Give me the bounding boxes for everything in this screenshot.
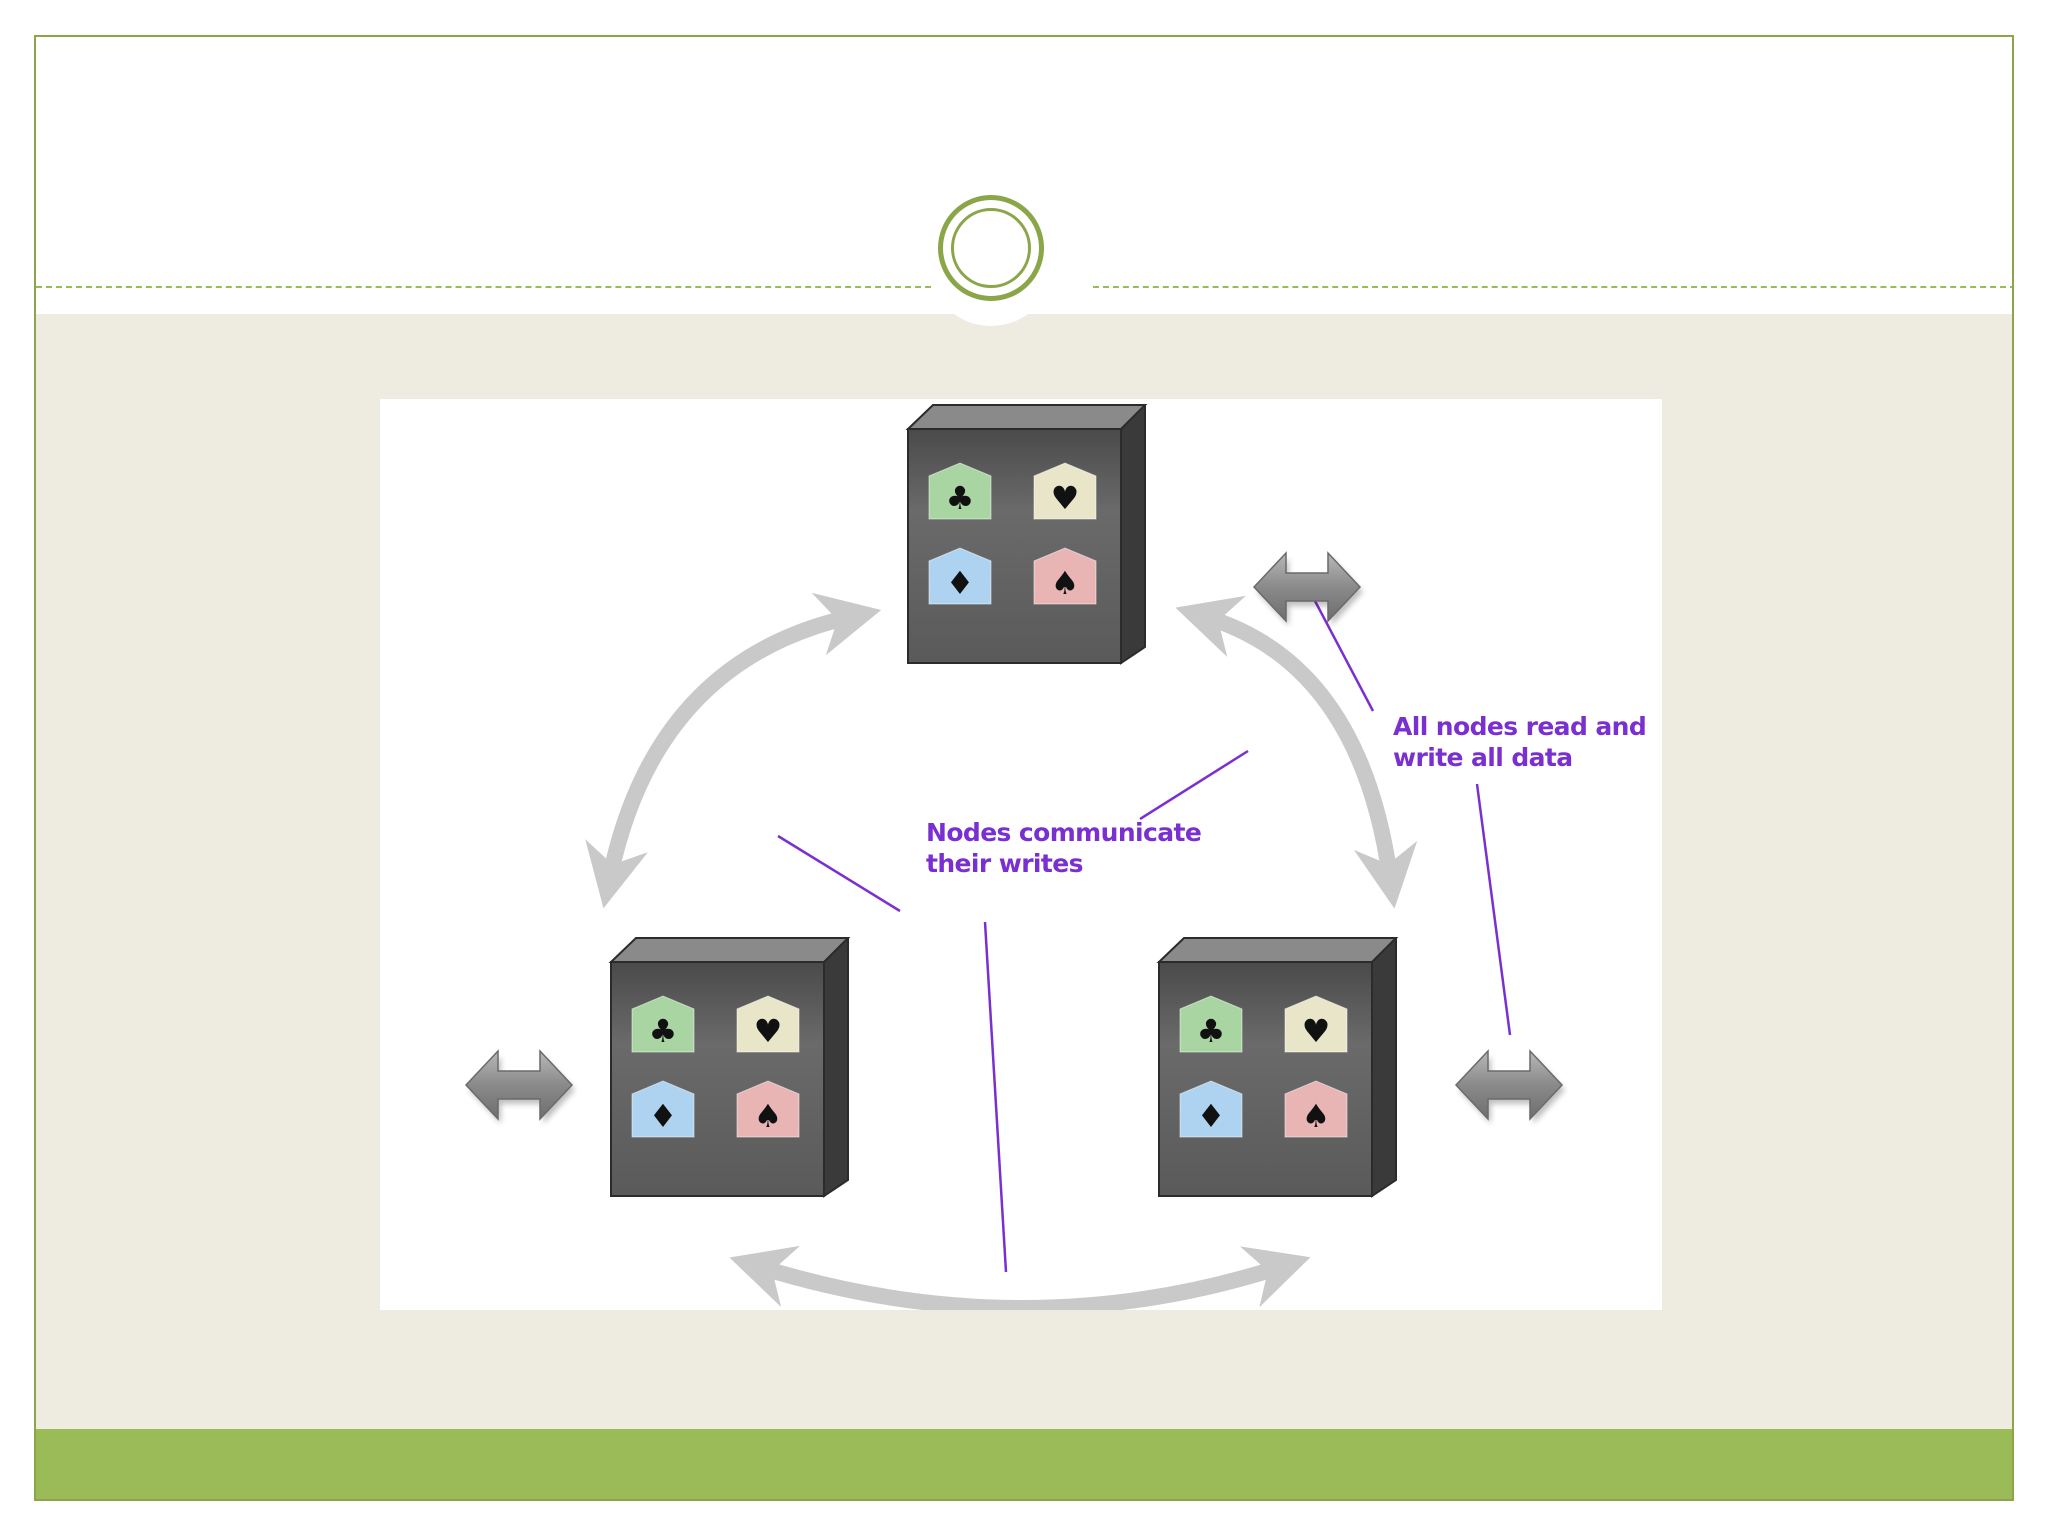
- divider-circle-ornament: [938, 195, 1044, 301]
- shard-club: ♣: [1179, 995, 1243, 1053]
- replication-arrow-right: [1175, 595, 1418, 909]
- diamond-icon: ♦: [649, 1097, 678, 1135]
- annotation-line-left-arrow: [777, 834, 901, 913]
- shard-diamond: ♦: [631, 1080, 695, 1138]
- annotation-line-bottom-arrow: [983, 921, 1008, 1273]
- spade-icon: ♠: [1051, 564, 1080, 602]
- shard-heart: ♥: [1033, 462, 1097, 520]
- club-icon: ♣: [1197, 1012, 1226, 1050]
- shard-club: ♣: [928, 462, 992, 520]
- node-box: [905, 404, 1148, 665]
- shard-heart: ♥: [1284, 995, 1348, 1053]
- shard-diamond: ♦: [928, 547, 992, 605]
- spade-icon: ♠: [754, 1097, 783, 1135]
- club-icon: ♣: [649, 1012, 678, 1050]
- diamond-icon: ♦: [1197, 1097, 1226, 1135]
- footer-bar: [36, 1429, 2012, 1499]
- node-box: [1156, 937, 1399, 1198]
- diamond-icon: ♦: [946, 564, 975, 602]
- annotation-line-right-arrow: [1139, 749, 1249, 821]
- annotation-lines: [777, 581, 1512, 1273]
- node-box: [608, 937, 851, 1198]
- annotation-read-write-line1: All nodes read and: [1393, 712, 1647, 741]
- client-arrow-top: [1252, 551, 1363, 626]
- annotation-communicate-line1: Nodes communicate: [926, 818, 1202, 847]
- annotation-communicate-line2: their writes: [926, 849, 1083, 878]
- annotation-read-write-line2: write all data: [1393, 743, 1573, 772]
- heart-icon: ♥: [1302, 1012, 1331, 1050]
- heart-icon: ♥: [754, 1012, 783, 1050]
- shards-layer: ♣ ♥ ♦ ♠ ♣ ♥ ♦ ♠ ♣ ♥ ♦ ♠: [631, 462, 1348, 1138]
- client-arrow-left: [464, 1049, 575, 1124]
- replication-diagram: ♣ ♥ ♦ ♠ ♣ ♥ ♦ ♠ ♣ ♥ ♦ ♠ Nodes communicate their wri…: [380, 399, 1662, 1310]
- shard-spade: ♠: [1033, 547, 1097, 605]
- annotation-read-write-all: All nodes read and write all data: [1393, 711, 1647, 773]
- node-top: [905, 404, 1148, 665]
- annotation-nodes-communicate: Nodes communicate their writes: [926, 817, 1202, 879]
- client-arrow-right: [1454, 1049, 1565, 1124]
- divider-circle-inner-ring: [951, 208, 1031, 288]
- club-icon: ♣: [946, 479, 975, 517]
- shard-diamond: ♦: [1179, 1080, 1243, 1138]
- title-divider-left: [36, 286, 961, 288]
- heart-icon: ♥: [1051, 479, 1080, 517]
- replication-arrow-left: [585, 592, 882, 909]
- diagram-canvas: ♣ ♥ ♦ ♠ ♣ ♥ ♦ ♠ ♣ ♥ ♦ ♠: [464, 404, 1565, 1310]
- spade-icon: ♠: [1302, 1097, 1331, 1135]
- shard-club: ♣: [631, 995, 695, 1053]
- annotation-line-bottom-client: [1475, 783, 1512, 1036]
- node-bottom-left: [608, 937, 851, 1198]
- title-divider-right: [1093, 286, 2012, 288]
- node-bottom-right: [1156, 937, 1399, 1198]
- shard-spade: ♠: [1284, 1080, 1348, 1138]
- shard-spade: ♠: [736, 1080, 800, 1138]
- replication-arrows: [585, 592, 1418, 1310]
- replication-arrow-bottom: [729, 1245, 1311, 1310]
- shard-heart: ♥: [736, 995, 800, 1053]
